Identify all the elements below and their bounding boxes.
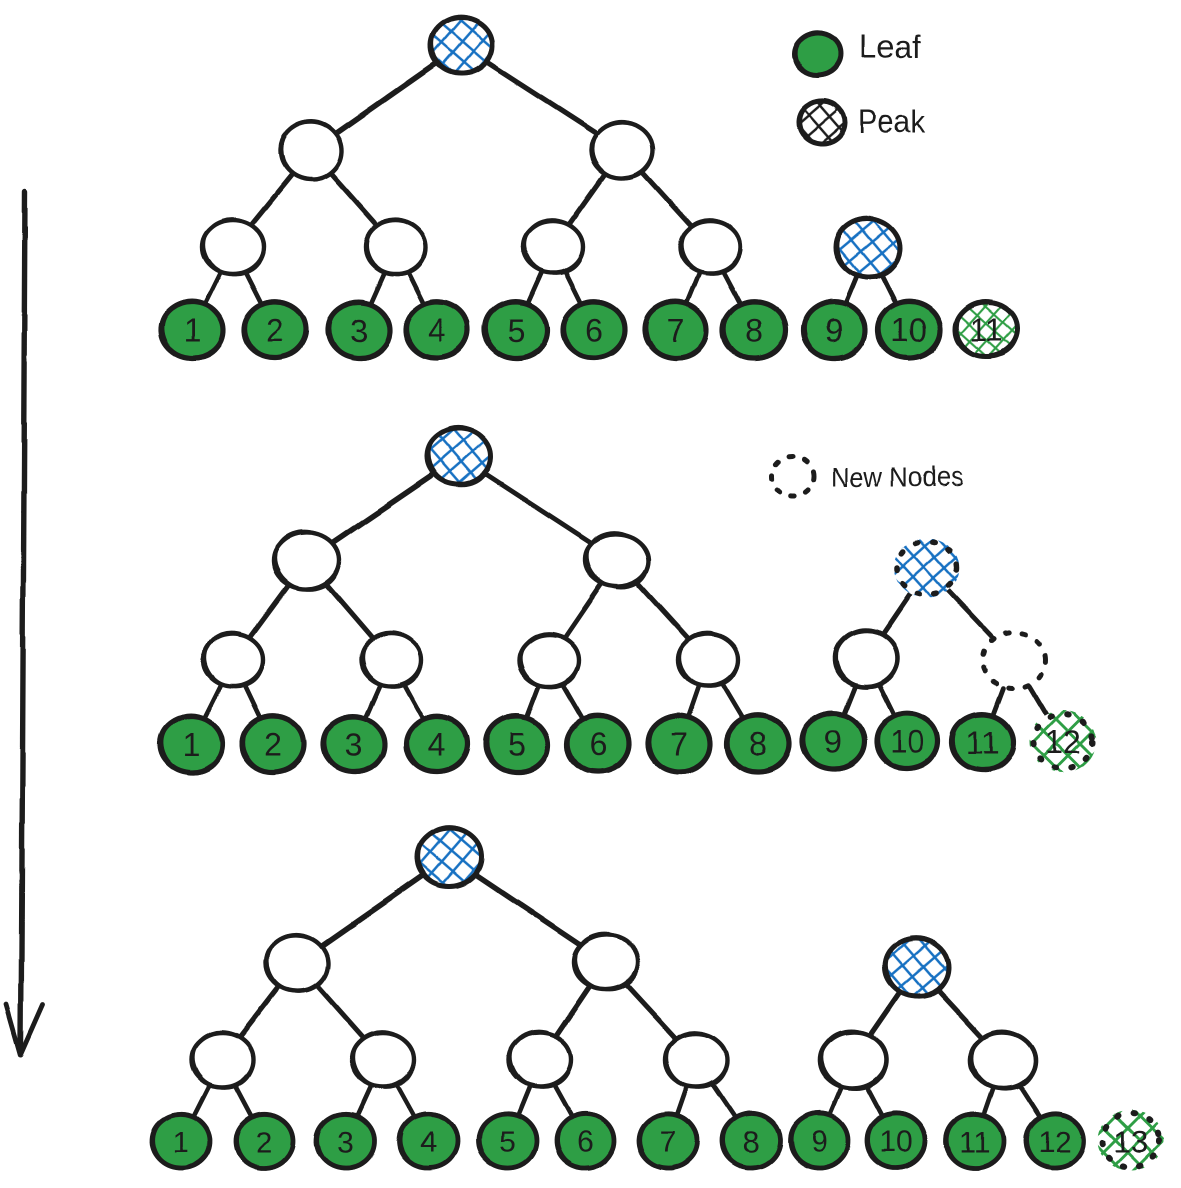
svg-text:13: 13 xyxy=(1114,1124,1148,1159)
svg-text:1: 1 xyxy=(183,313,201,349)
svg-text:9: 9 xyxy=(824,724,842,760)
svg-text:11: 11 xyxy=(959,1126,990,1159)
svg-text:3: 3 xyxy=(345,727,363,763)
svg-text:Peak: Peak xyxy=(859,104,926,140)
svg-text:11: 11 xyxy=(969,312,1002,348)
svg-text:9: 9 xyxy=(811,1126,828,1159)
svg-text:8: 8 xyxy=(745,313,763,349)
svg-text:Leaf: Leaf xyxy=(859,29,921,65)
svg-text:7: 7 xyxy=(667,313,685,349)
svg-text:7: 7 xyxy=(660,1126,677,1159)
svg-text:10: 10 xyxy=(889,724,925,760)
svg-text:10: 10 xyxy=(891,313,927,349)
svg-text:3: 3 xyxy=(350,313,368,349)
svg-text:New Nodes: New Nodes xyxy=(831,461,964,492)
svg-text:11: 11 xyxy=(966,725,999,761)
svg-text:12: 12 xyxy=(1038,1126,1071,1159)
svg-text:5: 5 xyxy=(508,727,526,763)
svg-text:5: 5 xyxy=(499,1126,516,1159)
svg-text:1: 1 xyxy=(182,727,200,763)
svg-text:6: 6 xyxy=(577,1126,594,1159)
svg-text:7: 7 xyxy=(670,727,688,763)
svg-text:4: 4 xyxy=(420,1126,437,1159)
svg-text:8: 8 xyxy=(743,1126,760,1159)
svg-text:9: 9 xyxy=(825,313,843,349)
svg-text:3: 3 xyxy=(338,1126,355,1159)
svg-text:6: 6 xyxy=(585,313,603,349)
svg-text:10: 10 xyxy=(879,1126,912,1159)
svg-text:5: 5 xyxy=(507,313,525,349)
svg-text:12: 12 xyxy=(1045,725,1081,761)
svg-text:6: 6 xyxy=(589,727,607,763)
svg-text:1: 1 xyxy=(173,1126,190,1159)
svg-text:4: 4 xyxy=(428,727,446,763)
svg-text:4: 4 xyxy=(428,313,446,349)
svg-text:2: 2 xyxy=(264,727,282,763)
svg-text:8: 8 xyxy=(749,727,767,763)
svg-text:2: 2 xyxy=(257,1126,274,1159)
svg-text:2: 2 xyxy=(266,313,284,349)
